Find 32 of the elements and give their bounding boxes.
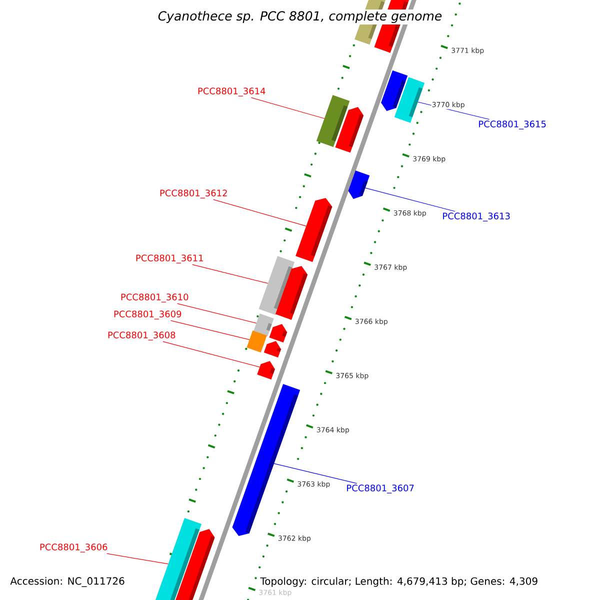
gene-block [275,266,308,320]
gene-label: PCC8801_3608 [108,332,176,340]
leader-line [213,199,306,226]
gene-block [269,324,288,342]
title: Cyanothece sp. PCC 8801, complete genome [156,9,444,25]
gene-label: PCC8801_3609 [114,310,182,320]
gene-label: PCC8801_3614 [198,88,266,96]
leader-line [364,188,456,212]
leader-line [162,341,260,368]
gene-block [257,361,275,380]
gene-label: PCC8801_3613 [443,212,510,222]
gene-block [296,198,332,262]
gene-block [335,107,364,153]
leader-line [106,553,169,564]
leader-line [192,264,268,284]
gene-block [172,529,215,600]
gene-label: PCC8801_3606 [40,544,108,552]
gene-label: PCC8801_3615 [479,120,546,130]
gene-label: PCC8801_3610 [121,294,188,302]
gene-label: PCC8801_3607 [347,484,414,494]
leader-line [274,463,358,484]
gene-block [348,170,370,199]
leader-line [176,303,257,324]
summary-text: Topology: circular; Length: 4,679,413 bp; Genes: 4,309 [259,576,540,588]
gene-block [246,330,267,352]
leader-line [170,320,250,340]
accession-text: Accession: NC_011726 [9,576,126,588]
gene-label: PCC8801_3612 [160,190,227,198]
leader-line [250,97,325,119]
gene-block [394,77,425,123]
gene-block [264,341,282,358]
gene-label: PCC8801_3611 [136,254,203,264]
